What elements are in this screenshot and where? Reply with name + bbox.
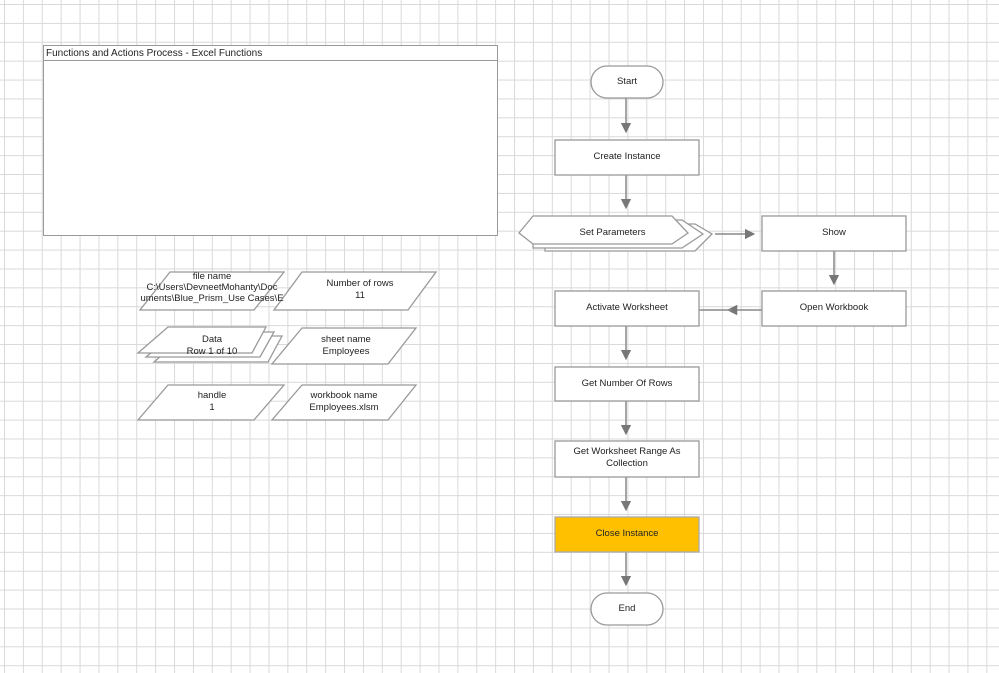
data-item-sheet-name[interactable]: [270, 327, 418, 365]
data-item-file-name[interactable]: [138, 271, 286, 311]
activate-worksheet-action[interactable]: [554, 290, 700, 327]
create-instance-action[interactable]: [554, 139, 700, 176]
start-terminator[interactable]: [590, 65, 664, 99]
open-workbook-action[interactable]: [761, 290, 907, 327]
get-number-of-rows-action[interactable]: [554, 366, 700, 402]
note-divider: [44, 60, 497, 61]
process-note[interactable]: Functions and Actions Process - Excel Fu…: [43, 45, 498, 236]
close-instance-action[interactable]: [554, 516, 700, 553]
data-item-number-of-rows[interactable]: [272, 271, 438, 311]
set-parameters-action[interactable]: [518, 215, 689, 245]
data-item-workbook-name[interactable]: [270, 384, 418, 421]
get-worksheet-range-action[interactable]: [554, 440, 700, 478]
note-title: Functions and Actions Process - Excel Fu…: [46, 48, 263, 59]
data-item-handle[interactable]: [136, 384, 286, 421]
show-action[interactable]: [761, 215, 907, 252]
end-terminator[interactable]: [590, 592, 664, 626]
data-collection[interactable]: [136, 326, 268, 354]
